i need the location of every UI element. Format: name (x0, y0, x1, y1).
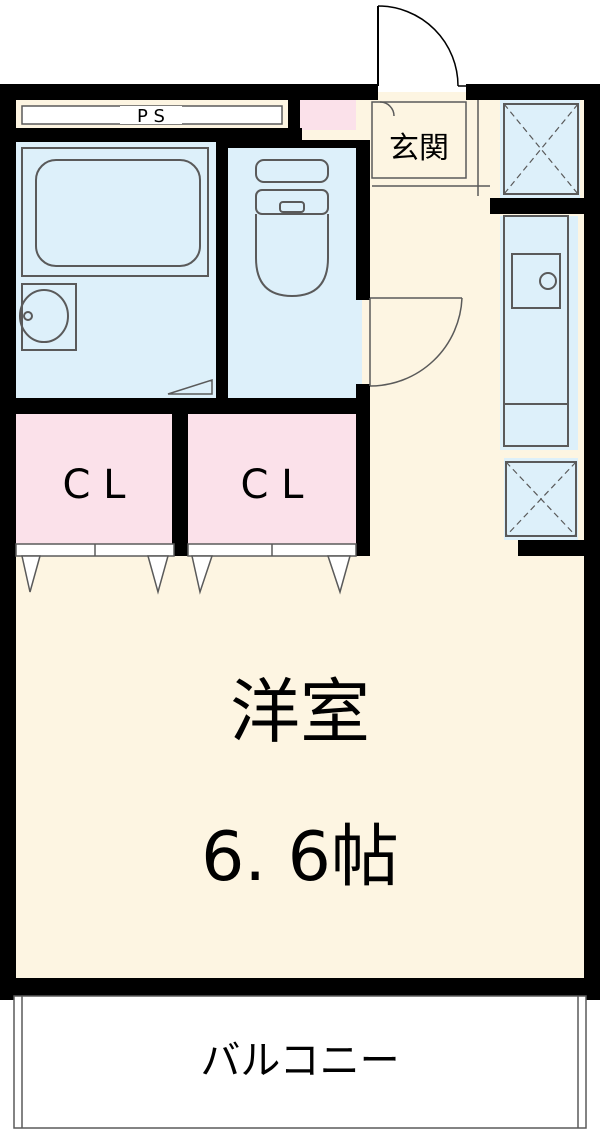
balcony-label: バルコニー (200, 1038, 399, 1084)
kitchen-counter (500, 216, 578, 450)
wall-closet-top (14, 398, 370, 414)
wall-top-left (0, 84, 378, 100)
entrance: 玄関 (371, 5, 490, 196)
wall-kitchen-top (490, 198, 584, 214)
wall-closet-divider (172, 410, 188, 556)
washbasin-bowl (19, 289, 69, 343)
walls (0, 84, 600, 1000)
entrance-door-arc (377, 5, 459, 87)
entrance-floor (371, 101, 467, 179)
bathroom-floor (14, 140, 220, 404)
wall-ps-bottom (14, 128, 302, 142)
washbasin (21, 283, 77, 351)
ps-label-bg (120, 106, 182, 124)
closet-left-label: C L (63, 462, 127, 508)
toilet (255, 159, 463, 387)
toilet-lid-mark (279, 201, 305, 213)
wall-bath-toilet (216, 140, 228, 404)
room-name-label: 洋室 (230, 671, 370, 753)
closet-left-floor (14, 412, 180, 544)
ps-label: P S (137, 106, 165, 127)
room-size-label: 6. 6帖 (201, 818, 399, 897)
lower-storage-box (505, 461, 577, 537)
entrance-door-small-arc (379, 101, 395, 117)
wall-top-right (466, 84, 600, 100)
upper-storage (500, 100, 580, 198)
wall-toilet-top (226, 140, 370, 148)
toilet-floor (226, 140, 362, 404)
bathroom (19, 147, 213, 395)
toilet-bowl (255, 214, 329, 298)
toilet-seat-back (255, 189, 329, 215)
wall-bottom (0, 978, 600, 996)
wall-closet-right (356, 410, 370, 556)
lower-storage-x2 (505, 461, 577, 537)
toilet-tank (255, 159, 329, 183)
balcony: バルコニー (13, 995, 587, 1129)
closet-door-mark-4 (326, 555, 351, 595)
ps-strip-pink (300, 100, 356, 130)
closets: C L C L (15, 462, 357, 595)
wall-ps-right (288, 100, 300, 142)
sink-drain (539, 272, 557, 290)
bathtub-inner (35, 159, 201, 267)
wall-right (584, 84, 600, 1000)
closet-door-mark-3 (191, 555, 214, 595)
wall-toilet-right (356, 140, 370, 300)
closet-doors (15, 543, 357, 595)
closet-right-label: C L (241, 462, 305, 508)
floor-fills (14, 92, 586, 1128)
entrance-label: 玄関 (389, 131, 449, 166)
closet-door-mark-1 (21, 555, 41, 593)
wall-kitchen-bottom (518, 540, 584, 556)
bathtub-outer (21, 147, 209, 277)
bathroom-door-mark (167, 378, 213, 395)
sink (511, 253, 561, 309)
closet-door-mark-2 (147, 555, 169, 595)
wall-left (0, 84, 16, 1000)
washbasin-drain (23, 311, 33, 321)
kitchen (503, 103, 579, 537)
balcony-outline (13, 995, 587, 1129)
toilet-door-arc (369, 297, 463, 387)
closet-right-floor (186, 412, 362, 544)
upper-storage-box (503, 103, 579, 195)
pipe-space: P S (21, 105, 283, 127)
